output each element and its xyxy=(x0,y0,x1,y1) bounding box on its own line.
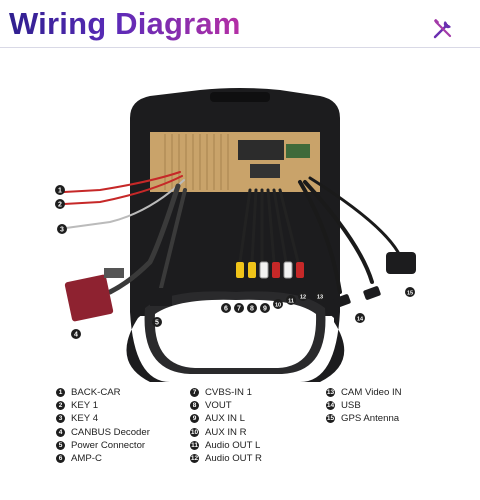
callout-12: 12 xyxy=(298,291,308,301)
canbus-decoder xyxy=(64,268,124,322)
svg-text:14: 14 xyxy=(357,317,364,323)
gps-antenna xyxy=(386,252,416,274)
wiring-diagram: 1 2 3 4 5 6 7 8 9 10 11 12 13 14 15 xyxy=(55,88,416,382)
callout-2: 2 xyxy=(55,199,65,209)
usb-connectors xyxy=(333,286,381,308)
svg-text:6: 6 xyxy=(224,306,228,313)
title-divider xyxy=(0,47,480,48)
callout-5: 5 xyxy=(152,317,162,327)
callout-11: 11 xyxy=(286,295,296,305)
callout-1: 1 xyxy=(55,185,65,195)
svg-text:2: 2 xyxy=(58,202,62,209)
svg-text:3: 3 xyxy=(60,227,64,234)
callout-6: 6 xyxy=(221,303,231,313)
page-title: Wiring Diagram xyxy=(9,6,241,41)
callout-9: 9 xyxy=(260,303,270,313)
svg-text:4: 4 xyxy=(74,332,78,339)
wire-harness xyxy=(63,171,400,295)
callout-10: 10 xyxy=(273,299,283,309)
callout-3: 3 xyxy=(57,224,67,234)
callout-markers: 1 2 3 4 5 6 7 8 9 10 11 12 13 14 15 xyxy=(55,185,415,339)
callout-4: 4 xyxy=(71,329,81,339)
callout-8: 8 xyxy=(247,303,257,313)
svg-text:15: 15 xyxy=(407,291,413,297)
svg-text:12: 12 xyxy=(300,295,306,301)
svg-text:10: 10 xyxy=(275,303,281,309)
svg-text:7: 7 xyxy=(237,306,241,313)
callout-13: 13 xyxy=(315,291,325,301)
svg-text:1: 1 xyxy=(58,188,62,195)
callout-15: 15 xyxy=(405,287,415,297)
svg-text:5: 5 xyxy=(155,320,159,327)
svg-text:11: 11 xyxy=(288,299,294,305)
head-unit xyxy=(150,132,320,192)
callout-7: 7 xyxy=(234,303,244,313)
svg-text:13: 13 xyxy=(317,295,323,301)
svg-text:8: 8 xyxy=(250,306,254,313)
power-connector xyxy=(150,288,172,306)
svg-text:9: 9 xyxy=(263,306,267,313)
tools-icon xyxy=(433,19,452,39)
rca-plugs xyxy=(236,261,304,279)
callout-14: 14 xyxy=(355,313,365,323)
